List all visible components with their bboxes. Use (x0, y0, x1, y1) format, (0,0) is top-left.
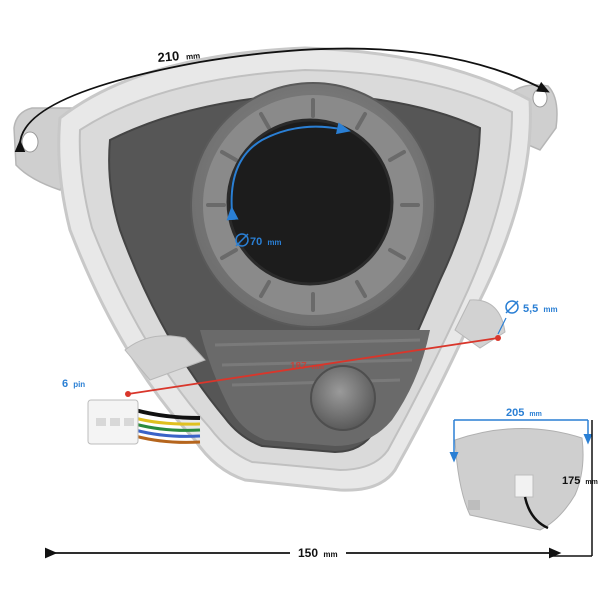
wire-harness (134, 408, 201, 444)
svg-text:70 mm: 70 mm (250, 236, 282, 248)
svg-text:150 mm: 150 mm (298, 546, 338, 560)
connector-6-pin (87, 399, 139, 445)
svg-text:205 mm: 205 mm (506, 407, 542, 419)
display-diameter-unit: mm (267, 238, 281, 247)
display-diameter-value: 70 (250, 236, 262, 248)
svg-text:6 pin: 6 pin (62, 378, 85, 390)
top-width-unit: mm (186, 51, 201, 61)
inset-height-value: 175 (562, 475, 580, 487)
diagonal-value: 187 (290, 361, 307, 372)
top-width-value: 210 (157, 48, 180, 65)
mount-hole-unit: mm (543, 305, 557, 314)
bottom-width-value: 150 (298, 546, 318, 560)
svg-text:5,5 mm: 5,5 mm (523, 303, 558, 315)
inset-width-unit: mm (529, 411, 541, 418)
svg-text:187 mm: 187 mm (290, 361, 324, 372)
connector-value: 6 (62, 378, 68, 390)
display-diameter-arc (226, 122, 351, 221)
diagonal-unit: mm (311, 364, 323, 371)
diagonal-line (127, 337, 499, 395)
mount-hole-value: 5,5 (523, 303, 538, 315)
inset-back-view (454, 428, 584, 531)
inset-width-value: 205 (506, 407, 524, 419)
svg-text:175 mm: 175 mm (562, 475, 598, 487)
adjust-knob (310, 365, 376, 431)
svg-text:210 mm: 210 mm (157, 46, 201, 65)
bottom-width-unit: mm (323, 550, 337, 559)
diameter-icon (235, 233, 249, 247)
top-width-arc (14, 47, 550, 153)
connector-unit: pin (73, 380, 85, 389)
inset-height-unit: mm (585, 479, 597, 486)
mount-hole-icon (497, 300, 519, 335)
lcd-display (226, 118, 394, 286)
